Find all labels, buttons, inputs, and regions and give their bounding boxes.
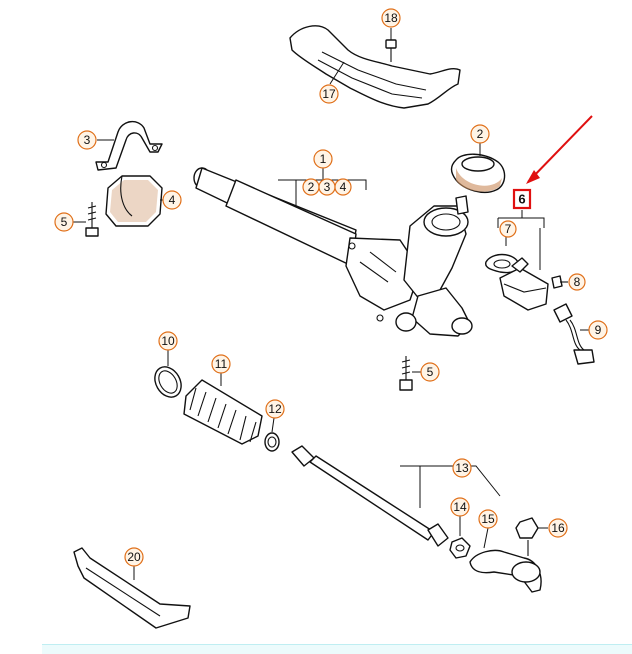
svg-text:16: 16 xyxy=(551,521,565,535)
callout-17[interactable]: 17 xyxy=(319,84,339,104)
callout-8[interactable]: 8 xyxy=(568,273,586,291)
nut-part-16[interactable] xyxy=(515,517,539,539)
tie-rod-end-part-15[interactable] xyxy=(469,540,542,593)
callout-5-left[interactable]: 5 xyxy=(54,212,74,232)
tie-rod-part-13[interactable] xyxy=(291,445,449,547)
callout-1-sub-2[interactable]: 2 xyxy=(302,178,320,196)
clamp-ring-part-10[interactable] xyxy=(150,362,187,402)
steering-rack-part-1[interactable] xyxy=(193,167,473,337)
callout-7[interactable]: 7 xyxy=(499,220,517,238)
svg-text:9: 9 xyxy=(595,323,602,337)
rubber-bushing-part-4[interactable] xyxy=(105,175,163,227)
svg-text:11: 11 xyxy=(215,357,228,371)
svg-text:2: 2 xyxy=(308,180,315,194)
callout-14[interactable]: 14 xyxy=(450,497,470,517)
svg-text:3: 3 xyxy=(324,180,331,194)
svg-text:12: 12 xyxy=(268,402,282,416)
callout-6-selected[interactable]: 6 xyxy=(512,188,532,210)
svg-text:2: 2 xyxy=(477,127,484,141)
svg-text:4: 4 xyxy=(340,180,347,194)
svg-text:1: 1 xyxy=(320,152,327,166)
selection-arrow xyxy=(526,115,593,184)
callout-12[interactable]: 12 xyxy=(265,399,285,419)
bolt-part-5-left[interactable] xyxy=(85,202,99,237)
svg-text:8: 8 xyxy=(574,275,581,289)
mounting-bracket-part[interactable] xyxy=(289,25,461,109)
svg-text:18: 18 xyxy=(384,11,398,25)
screw-part-8[interactable] xyxy=(551,275,568,289)
callout-5-middle[interactable]: 5 xyxy=(420,362,440,382)
callout-13[interactable]: 13 xyxy=(452,458,472,478)
callout-18[interactable]: 18 xyxy=(381,8,401,28)
bellows-boot-part-11[interactable] xyxy=(183,379,263,445)
svg-text:4: 4 xyxy=(169,193,176,207)
svg-text:3: 3 xyxy=(84,133,91,147)
svg-text:5: 5 xyxy=(61,215,68,229)
bolt-part-18[interactable] xyxy=(385,28,397,62)
callout-1-sub-4[interactable]: 4 xyxy=(334,178,352,196)
callout-2[interactable]: 2 xyxy=(470,124,490,144)
nut-part-14[interactable] xyxy=(449,537,471,559)
gasket-part-7[interactable] xyxy=(485,253,520,274)
callout-9[interactable]: 9 xyxy=(588,320,608,340)
callout-1-sub-3[interactable]: 3 xyxy=(318,178,336,196)
sensor-part-6[interactable] xyxy=(499,257,549,311)
wiring-harness-part-9[interactable] xyxy=(553,303,595,365)
svg-text:10: 10 xyxy=(161,334,175,348)
callout-4[interactable]: 4 xyxy=(162,190,182,210)
svg-text:13: 13 xyxy=(455,461,469,475)
svg-text:7: 7 xyxy=(505,222,512,236)
svg-text:20: 20 xyxy=(127,550,141,564)
callout-15[interactable]: 15 xyxy=(478,509,498,529)
callout-10[interactable]: 10 xyxy=(158,331,178,351)
svg-text:14: 14 xyxy=(453,500,467,514)
gasket-ring-part-2[interactable] xyxy=(450,153,506,194)
callout-20[interactable]: 20 xyxy=(124,547,144,567)
svg-text:15: 15 xyxy=(481,512,495,526)
small-clamp-part-12[interactable] xyxy=(264,432,280,452)
svg-text:5: 5 xyxy=(427,365,434,379)
grease-tube-part-20[interactable] xyxy=(73,547,191,629)
bolt-part-5-middle[interactable] xyxy=(399,356,413,391)
clamp-part-3[interactable] xyxy=(95,121,163,171)
svg-text:17: 17 xyxy=(322,87,336,101)
callout-11[interactable]: 11 xyxy=(211,354,231,374)
callout-3[interactable]: 3 xyxy=(77,130,97,150)
callout-1[interactable]: 1 xyxy=(313,149,333,169)
footer-strip xyxy=(42,644,632,654)
callout-16[interactable]: 16 xyxy=(548,518,568,538)
svg-text:6: 6 xyxy=(518,192,525,207)
